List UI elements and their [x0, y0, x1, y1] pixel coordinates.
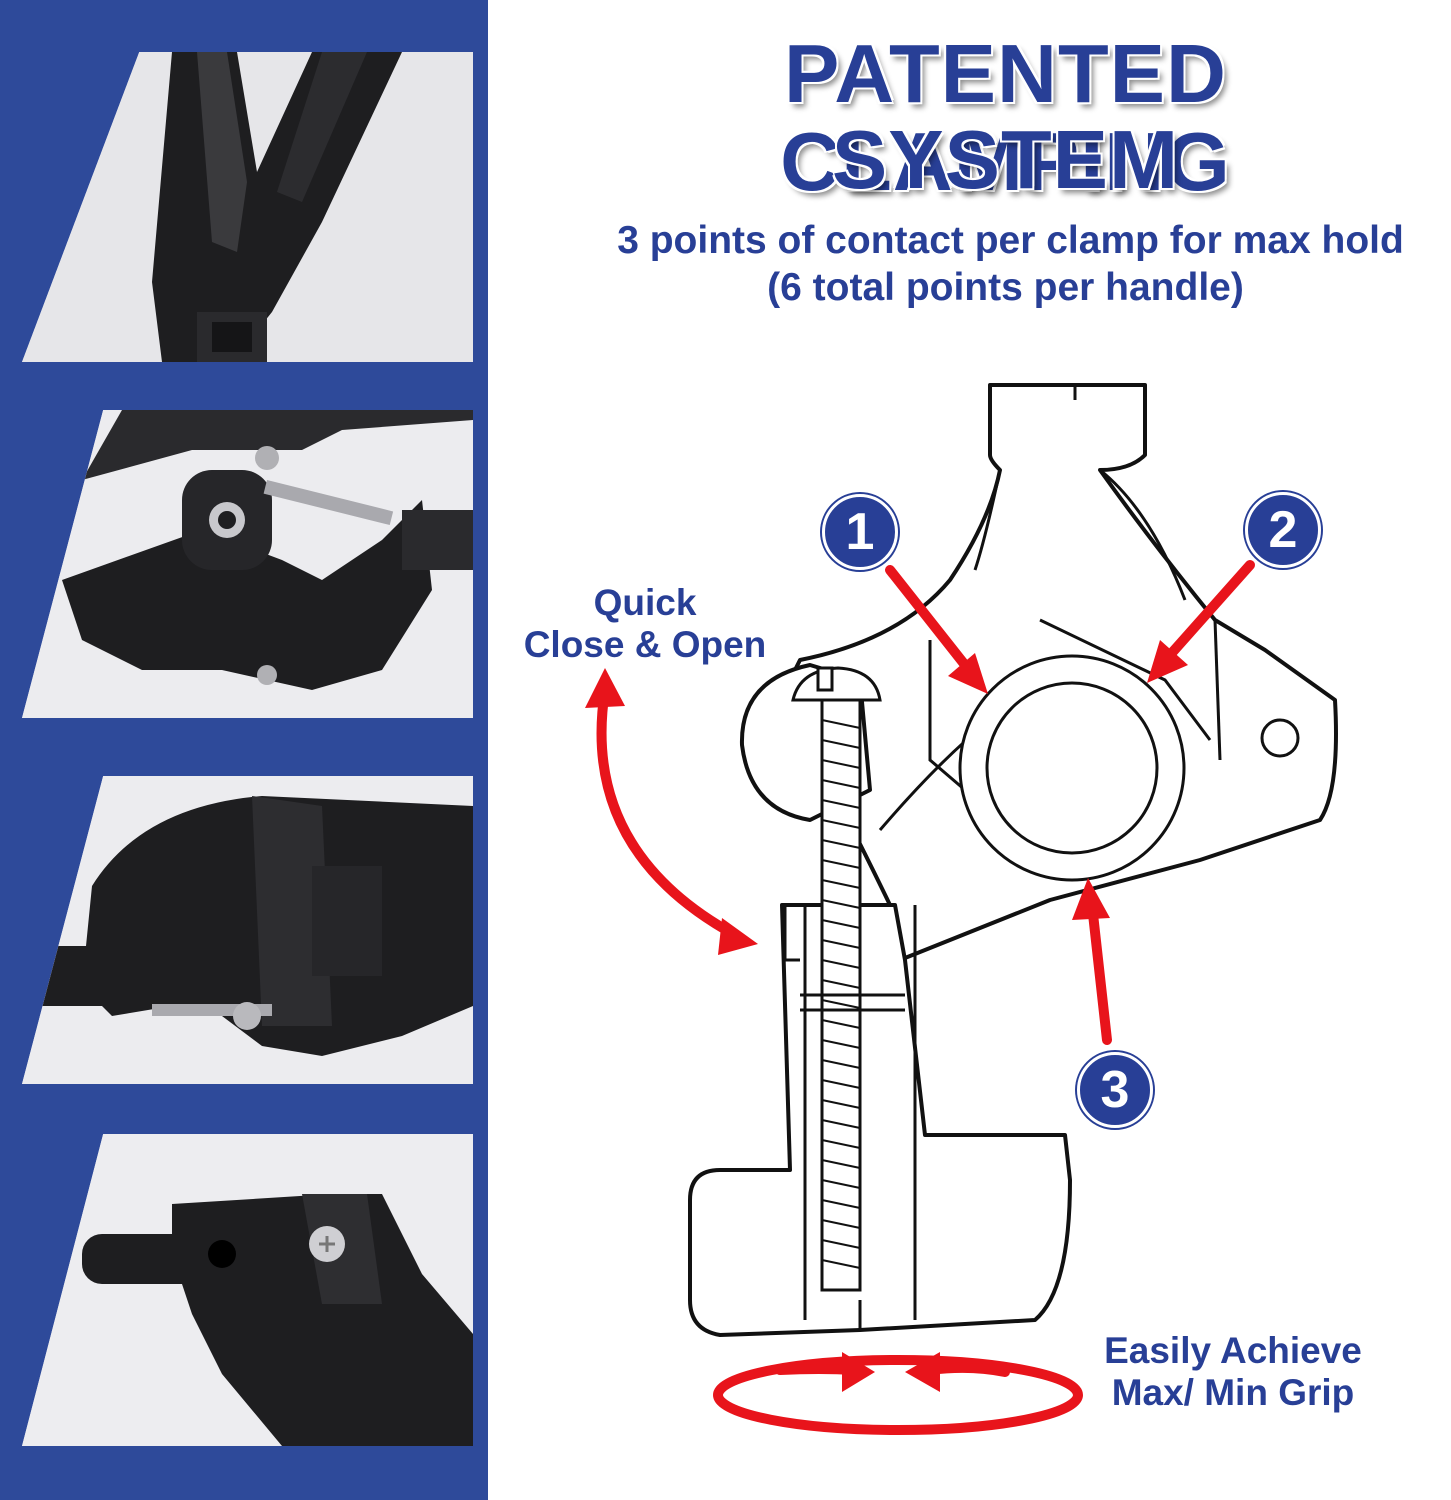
- grip-label-line-1: Easily Achieve: [1104, 1330, 1362, 1371]
- contact-point-2-badge: 2: [1245, 492, 1321, 568]
- photo-clamp-knob: [22, 1134, 473, 1446]
- contact-point-3-badge: 3: [1077, 1052, 1153, 1128]
- headline-line-1: PATENTED CLAMPING: [780, 27, 1231, 208]
- quick-label-line-1: Quick: [593, 582, 697, 623]
- headline-line-2: SYSTEM: [831, 113, 1180, 206]
- subtitle-line-2: (6 total points per handle): [767, 266, 1244, 309]
- subtitle-line-1: 3 points of contact per clamp for max ho…: [617, 219, 1404, 262]
- photo-clamp-hinge: [22, 776, 473, 1084]
- max-min-grip-label: Easily Achieve Max/ Min Grip: [1088, 1330, 1378, 1414]
- contact-point-1-badge: 1: [822, 494, 898, 570]
- photo-clamp-screw: [22, 410, 473, 718]
- grip-label-line-2: Max/ Min Grip: [1111, 1372, 1355, 1413]
- quick-label-line-2: Close & Open: [523, 624, 767, 665]
- quick-close-open-label: Quick Close & Open: [505, 582, 785, 666]
- clamp-diagram: [585, 383, 1338, 1435]
